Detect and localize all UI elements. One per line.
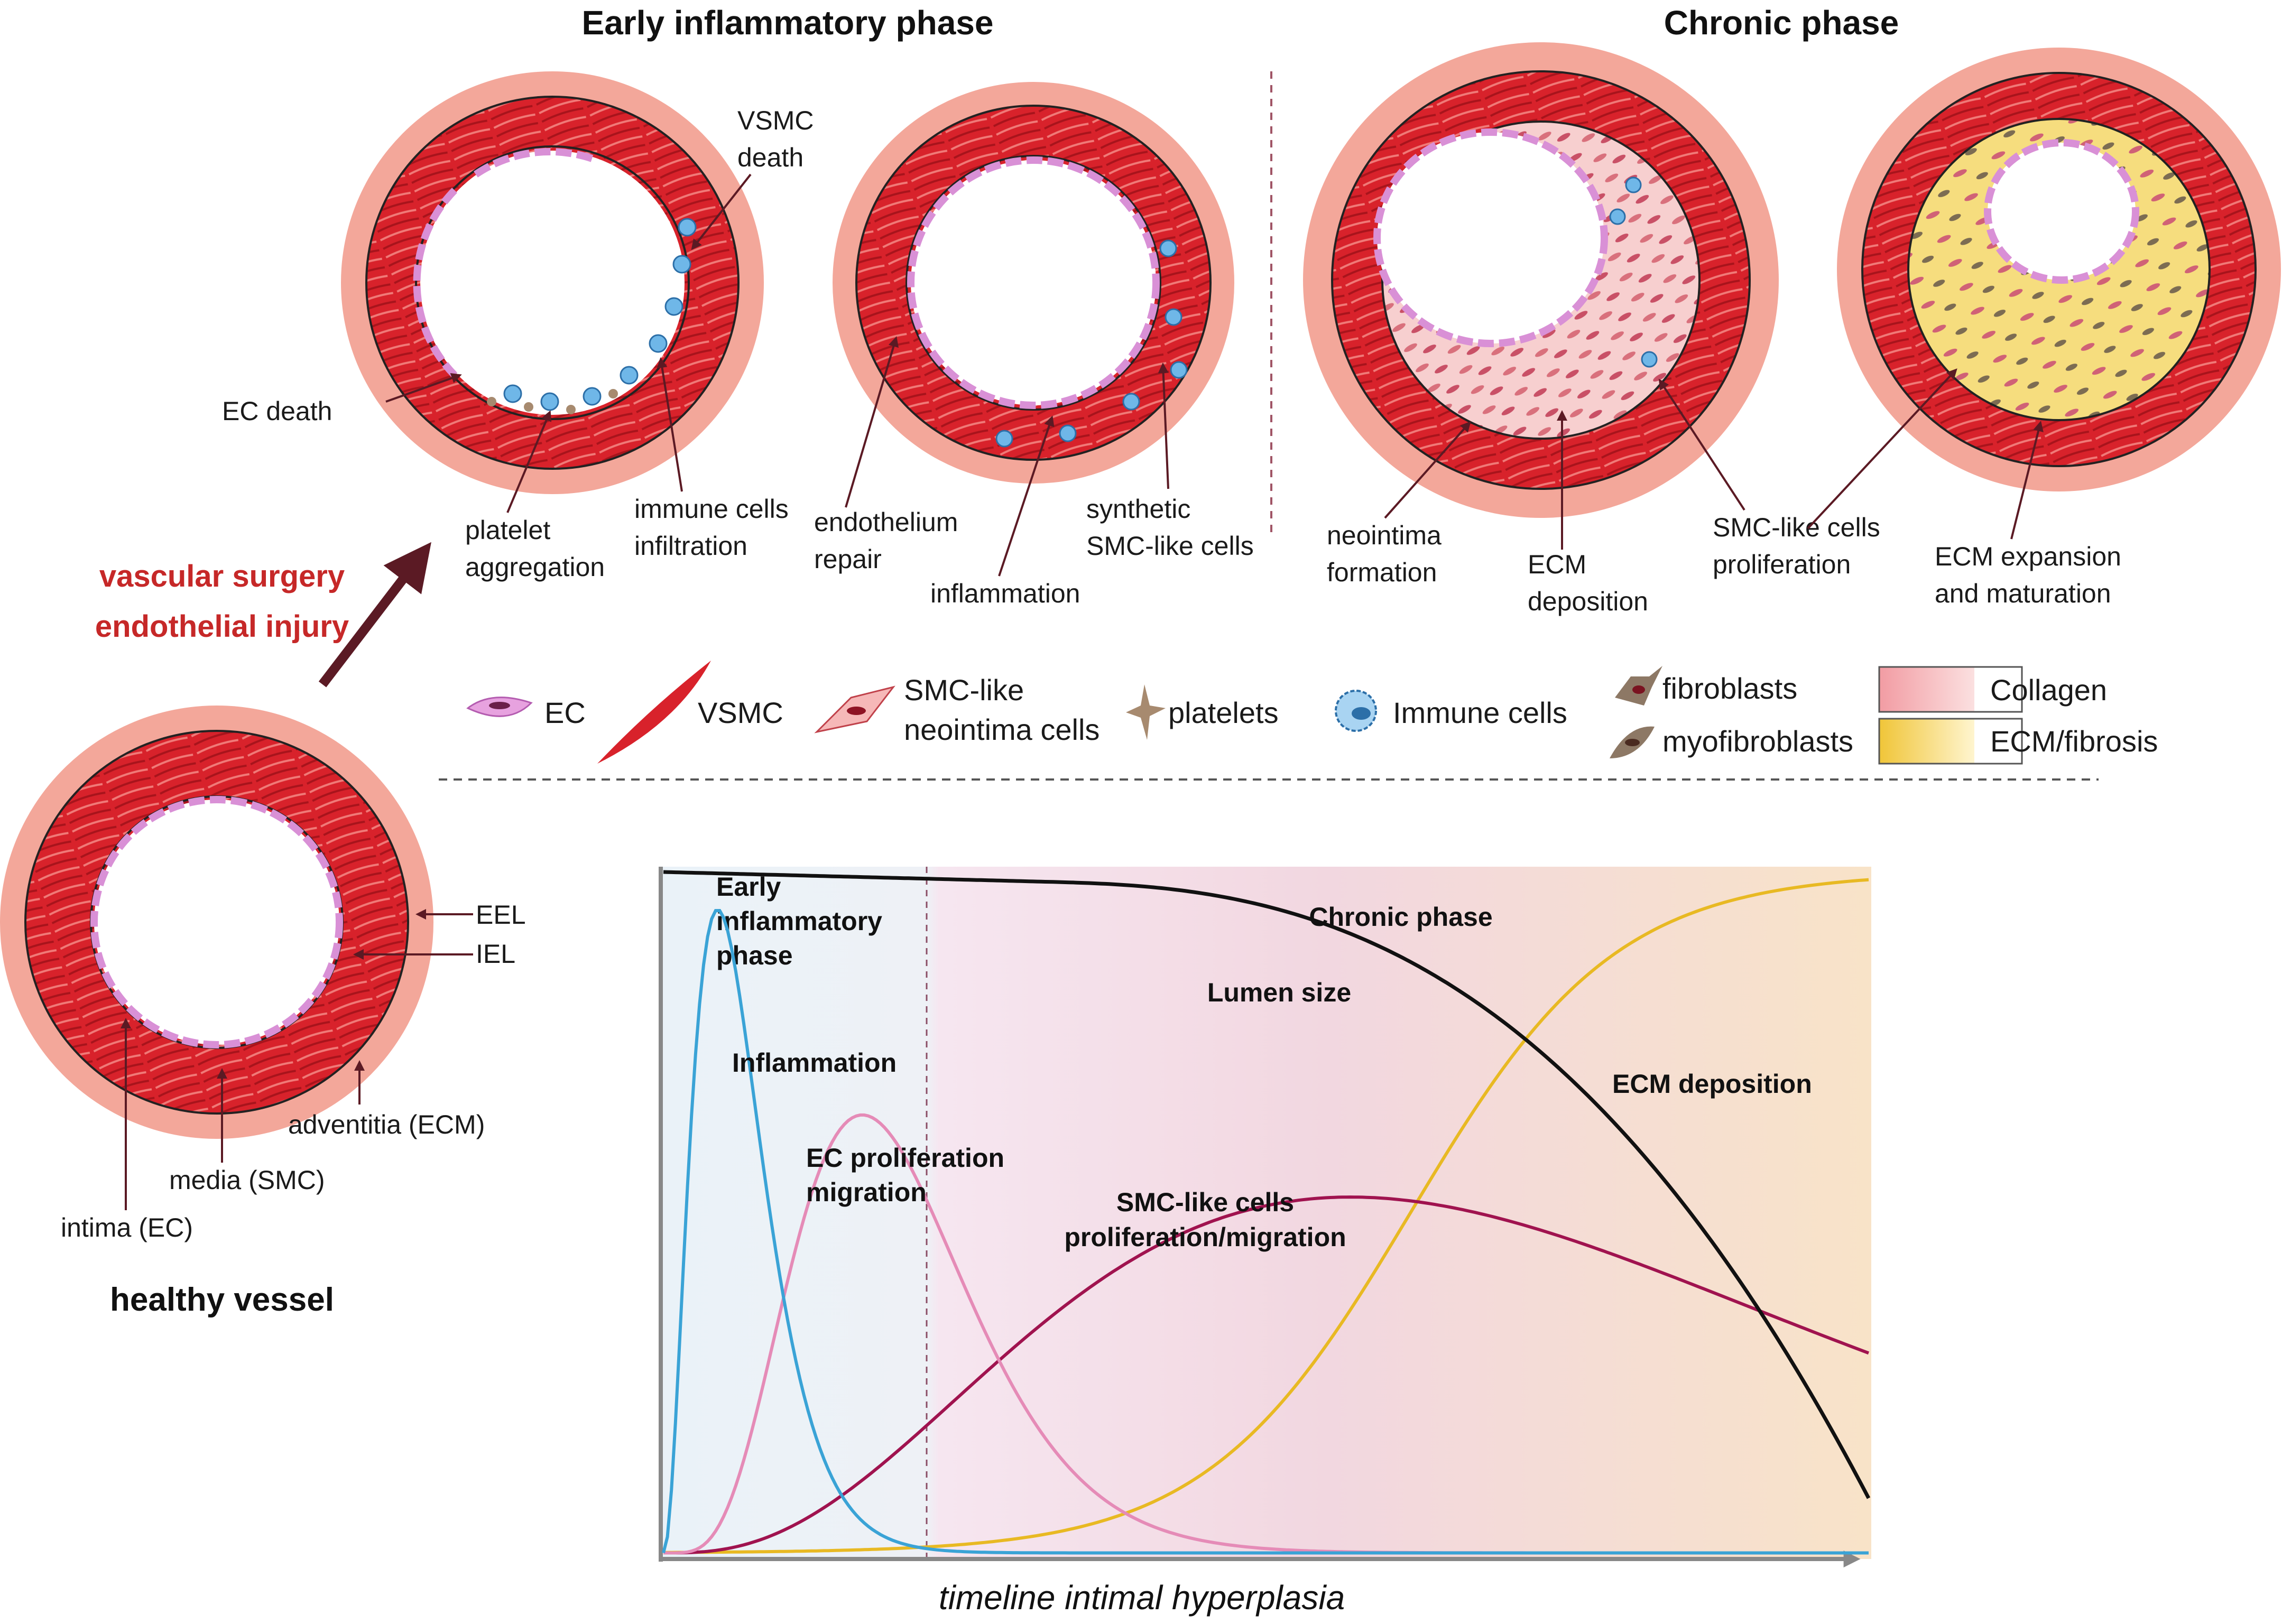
- timeline-early-label-2: inflammatory: [716, 906, 882, 936]
- vessel-injury: [341, 71, 764, 494]
- legend-ec: EC: [466, 696, 586, 729]
- callout-line1: vascular surgery: [99, 559, 345, 593]
- healthy-vessel: [0, 706, 433, 1139]
- healthy-vessel-title: healthy vessel: [110, 1282, 334, 1318]
- ec-proliferation-label-1: EC proliferation: [806, 1143, 1004, 1173]
- legend-myofibroblasts-label: myofibroblasts: [1662, 725, 1853, 758]
- legend-collagen: Collagen: [1878, 666, 2107, 713]
- chronic-phase-header: Chronic phase: [1664, 4, 1899, 42]
- eel-label: EEL: [476, 900, 526, 930]
- legend-collagen-label: Collagen: [1990, 673, 2107, 707]
- timeline-diagram: Early inflammatory phase Chronic phase L…: [659, 867, 1871, 1617]
- callout-line2: endothelial injury: [95, 609, 349, 644]
- platelet-label-1: platelet: [465, 515, 550, 545]
- neointima-label-2: formation: [1327, 558, 1437, 587]
- ecm-deposition-label-timeline: ECM deposition: [1612, 1069, 1812, 1099]
- vsmc-death-label-2: death: [737, 143, 803, 172]
- ecm-deposition-curve: [663, 878, 1869, 1554]
- lumen-size-curve: [663, 870, 1871, 1499]
- ecm-deposition-label-1: ECM: [1528, 550, 1586, 579]
- synthetic-smc-label-2: SMC-like cells: [1086, 531, 1254, 561]
- inflammation-label: inflammation: [930, 579, 1080, 608]
- vessel-repair: [833, 82, 1234, 484]
- legend-platelets: platelets: [1126, 684, 1279, 740]
- legend-myofibroblasts: myofibroblasts: [1610, 725, 1853, 758]
- platelet-label-2: aggregation: [465, 552, 605, 582]
- neointima-label-1: neointima: [1327, 521, 1442, 550]
- smc-like-cells-curve: [663, 1195, 1870, 1555]
- legend-ec-label: EC: [544, 696, 586, 729]
- timeline-x-label: timeline intimal hyperplasia: [939, 1579, 1345, 1617]
- smc-like-label-1: SMC-like cells: [1116, 1187, 1294, 1217]
- immune-label-1: immune cells: [634, 494, 789, 524]
- injury-arrow: [318, 542, 431, 688]
- early-phase-header: Early inflammatory phase: [582, 4, 994, 42]
- ecm-deposition-label-2: deposition: [1528, 587, 1648, 616]
- legend-ecm-label: ECM/fibrosis: [1990, 725, 2158, 758]
- legend-vsmc-label: VSMC: [698, 696, 783, 729]
- media-label: media (SMC): [169, 1165, 325, 1195]
- ec-proliferation-label-2: migration: [806, 1177, 927, 1207]
- legend-smc-like-label-2: neointima cells: [904, 713, 1100, 746]
- legend-fibroblasts-label: fibroblasts: [1662, 672, 1797, 705]
- legend-vsmc: VSMC: [597, 661, 783, 764]
- vsmc-death-label-1: VSMC: [737, 106, 814, 135]
- timeline-early-label-1: Early: [716, 872, 781, 902]
- iel-label: IEL: [476, 939, 515, 969]
- endothelium-repair-label-2: repair: [814, 544, 882, 574]
- legend-smc-like-label-1: SMC-like: [904, 673, 1024, 707]
- ecm-expansion-label-1: ECM expansion: [1935, 542, 2121, 571]
- legend-ecm: ECM/fibrosis: [1878, 718, 2158, 765]
- timeline-chronic-label: Chronic phase: [1309, 902, 1492, 932]
- vessel-fibrosis: [1837, 48, 2281, 491]
- legend-smc-like: SMC-like neointima cells: [814, 673, 1100, 746]
- synthetic-smc-label-1: synthetic: [1086, 494, 1190, 524]
- legend-immune-label: Immune cells: [1393, 696, 1567, 729]
- inflammation-label-timeline: Inflammation: [732, 1048, 897, 1078]
- legend-immune: Immune cells: [1335, 690, 1567, 732]
- vessel-neointima: [1303, 42, 1779, 518]
- immune-label-2: infiltration: [634, 531, 747, 561]
- timeline-early-label-3: phase: [716, 941, 793, 970]
- adventitia-label: adventitia (ECM): [288, 1110, 485, 1139]
- smc-prolif-label-1: SMC-like cells: [1713, 513, 1880, 542]
- ec-death-label: EC death: [222, 396, 332, 426]
- legend-fibroblasts: fibroblasts: [1615, 666, 1797, 706]
- timeline-background: [661, 867, 1871, 1559]
- smc-like-label-2: proliferation/migration: [1064, 1222, 1346, 1252]
- legend: EC VSMC SMC-like neointima cells platele…: [466, 661, 2158, 765]
- endothelium-repair-label-1: endothelium: [814, 507, 958, 537]
- ecm-expansion-label-2: and maturation: [1935, 579, 2111, 608]
- intima-label: intima (EC): [61, 1213, 193, 1242]
- legend-platelets-label: platelets: [1168, 696, 1279, 729]
- inflammation-curve: [662, 908, 1869, 1555]
- lumen-size-label: Lumen size: [1207, 978, 1351, 1007]
- smc-prolif-label-2: proliferation: [1713, 550, 1851, 579]
